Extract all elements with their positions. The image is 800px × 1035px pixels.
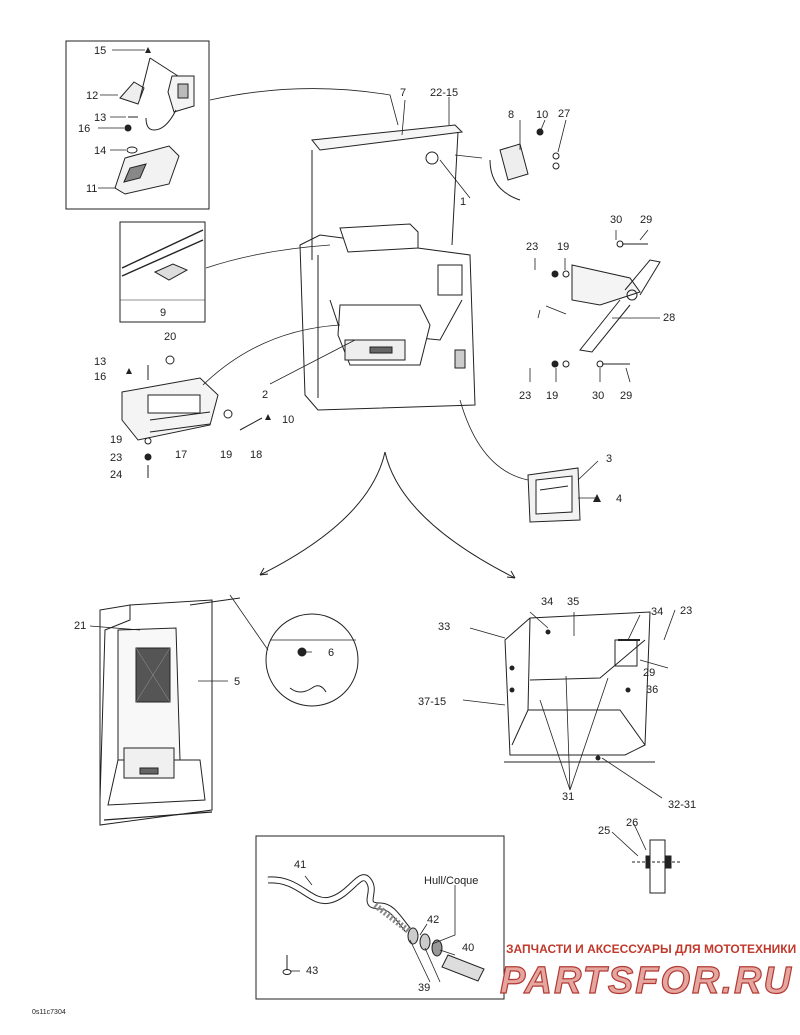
callout: 33 (438, 621, 450, 633)
inset-box-hose (255, 835, 505, 1000)
callout: 21 (74, 620, 86, 632)
callout: 20 (164, 331, 176, 343)
document-code: 0s11c7304 (32, 1009, 66, 1016)
bin-body-view (504, 611, 655, 763)
callout: 5 (234, 676, 240, 688)
callout: 40 (462, 942, 474, 954)
callout: 13 (94, 112, 106, 124)
callout: 34 (651, 606, 663, 618)
callout: 27 (558, 108, 570, 120)
bracket-assembly (489, 128, 560, 201)
callout: 26 (626, 817, 638, 829)
watermark: ЗАПЧАСТИ И АКСЕССУАРЫ ДЛЯ МОТОТЕХНИКИ PA… (499, 942, 796, 1003)
callout: 42 (427, 914, 439, 926)
callout: 37-15 (418, 696, 446, 708)
callout: 19 (110, 434, 122, 446)
callout: 14 (94, 145, 106, 157)
callout: 17 (175, 449, 187, 461)
callout: 7 (400, 87, 406, 99)
callout: 36 (646, 684, 658, 696)
callout: 25 (598, 825, 610, 837)
callout: 19 (546, 390, 558, 402)
callout: 31 (562, 791, 574, 803)
callout: 29 (643, 667, 655, 679)
liner-view (99, 597, 241, 826)
leader-lines (89, 49, 676, 983)
callout: 35 (567, 596, 579, 608)
sealant-markers (126, 47, 601, 502)
callout: 13 (94, 356, 106, 368)
watermark-caption: ЗАПЧАСТИ И АКСЕССУАРЫ ДЛЯ МОТОТЕХНИКИ (506, 942, 796, 956)
hull-label: Hull/Coque (424, 875, 478, 887)
callout: 19 (220, 449, 232, 461)
callout-labels: 1 2 3 4 5 6 7 8 9 10 10 11 12 13 13 14 1… (32, 45, 696, 1016)
bolt-section-detail (632, 839, 680, 894)
callout: 39 (418, 982, 430, 994)
callout: 29 (640, 214, 652, 226)
callout: 16 (78, 123, 90, 135)
detail-circle-6 (265, 613, 359, 707)
callout: 23 (110, 452, 122, 464)
handle-part-icon (114, 145, 180, 195)
storage-bin-main (299, 124, 476, 411)
callout: 23 (526, 241, 538, 253)
callout: 32-31 (668, 799, 696, 811)
callout: 3 (606, 453, 612, 465)
callout: 1 (460, 196, 466, 208)
callout: 12 (86, 90, 98, 102)
callout: 30 (610, 214, 622, 226)
callout: 43 (306, 965, 318, 977)
callout: 18 (250, 449, 262, 461)
callout: 28 (663, 312, 675, 324)
cup-holder-part (527, 467, 581, 523)
callout: 41 (294, 859, 306, 871)
inset-box-latch (65, 40, 210, 210)
hinge-assembly (551, 240, 661, 368)
watermark-logo: PARTSFOR.RU (500, 960, 793, 1002)
callout: 16 (94, 371, 106, 383)
transition-arrows (259, 451, 516, 579)
callout: 8 (508, 109, 514, 121)
callout: 34 (541, 596, 553, 608)
callout: 4 (616, 493, 622, 505)
lock-assembly (121, 355, 263, 478)
latch-part-icon (119, 81, 145, 105)
callout: 23 (519, 390, 531, 402)
callout: 23 (680, 605, 692, 617)
callout: 10 (282, 414, 294, 426)
callout: 10 (536, 109, 548, 121)
callout: 15 (94, 45, 106, 57)
callout: 19 (557, 241, 569, 253)
callout: 22-15 (430, 87, 458, 99)
callout: 6 (328, 647, 334, 659)
callout: 30 (592, 390, 604, 402)
callout: 11 (86, 183, 97, 195)
callout: 29 (620, 390, 632, 402)
callout: 24 (110, 469, 122, 481)
callout: 2 (262, 389, 268, 401)
callout: 9 (160, 307, 166, 319)
inset-box-detail-9 (119, 221, 206, 323)
